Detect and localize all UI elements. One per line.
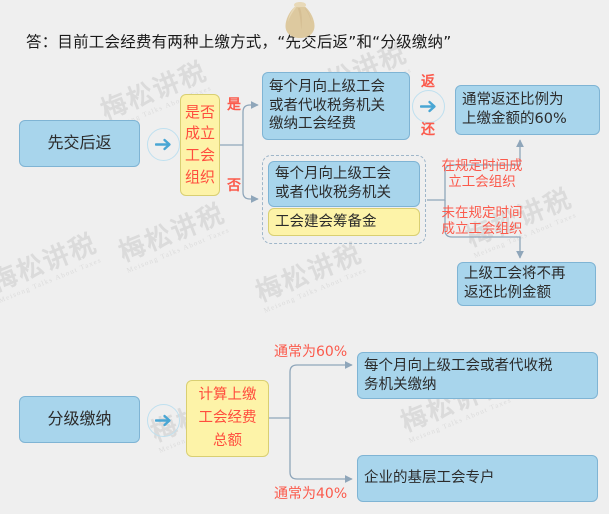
node-enterprise-union-account[interactable]: 企业的基层工会专户 [357, 455, 598, 502]
arrow-right-circle-icon [147, 128, 180, 161]
edge-label-return-bottom: 还 [421, 122, 435, 138]
money-bag-icon [285, 2, 315, 38]
group-no-branch [262, 155, 426, 244]
node-tiered-payment-root[interactable]: 分级缴纳 [19, 396, 140, 443]
answer-text: 答：目前工会经费有两种上缴方式，“先交后返”和“分级缴纳” [26, 33, 452, 51]
edge-label-40-percent: 通常为40% [274, 486, 348, 502]
node-monthly-payment-no-union[interactable]: 每个月向上级工会 或者代收税务机关 [268, 161, 420, 207]
edge-label-return-top: 返 [421, 74, 435, 90]
arrow-right-circle-icon [412, 90, 445, 123]
node-decision-union-established[interactable]: 是否 成立 工会 组织 [180, 94, 220, 196]
node-union-preparation-fund[interactable]: 工会建会筹备金 [268, 208, 420, 236]
edge-label-no: 否 [227, 178, 241, 194]
edge-label-established-late: 未在规定时间 成立工会组织 [441, 205, 523, 238]
edge-label-established-on-time: 在规定时间成 立工会组织 [441, 158, 523, 191]
node-calculate-total-union-fee[interactable]: 计算上缴 工会经费 总额 [186, 380, 269, 457]
node-no-refund-result[interactable]: 上级工会将不再 返还比例金额 [457, 262, 596, 306]
node-refund-60-percent[interactable]: 通常返还比例为 上缴金额的60% [455, 85, 600, 135]
node-prepay-refund-root[interactable]: 先交后返 [19, 120, 140, 167]
node-pay-to-upper-union[interactable]: 每个月向上级工会或者代收税 务机关缴纳 [357, 352, 598, 399]
edge-label-yes: 是 [227, 97, 241, 113]
node-monthly-payment-to-union[interactable]: 每个月向上级工会 或者代收税务机关 缴纳工会经费 [262, 72, 410, 140]
arrow-right-circle-icon [147, 404, 180, 437]
edge-label-60-percent: 通常为60% [274, 344, 348, 360]
